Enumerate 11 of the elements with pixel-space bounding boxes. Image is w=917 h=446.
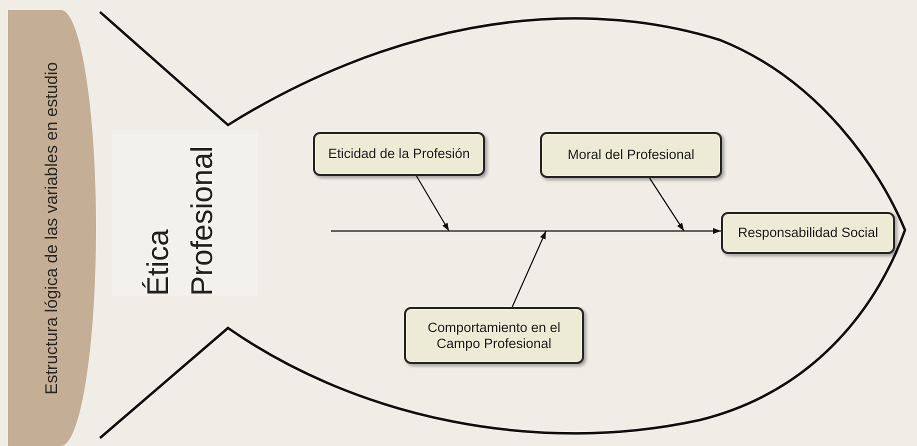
arrow xyxy=(512,230,547,308)
title-band xyxy=(8,10,96,446)
arrow xyxy=(649,178,684,232)
arrow xyxy=(331,228,721,234)
arrow xyxy=(416,176,450,232)
cause-box: Responsabilidad Social xyxy=(721,212,895,254)
band-title: Estructura lógica de las variables en estudio xyxy=(42,62,62,394)
cause-box: Eticidad de la Profesión xyxy=(313,132,485,176)
cause-box: Moral del Profesional xyxy=(540,132,722,178)
head-title: Ética Profesional xyxy=(141,144,220,296)
cause-box: Comportamiento en el Campo Profesional xyxy=(404,307,584,364)
